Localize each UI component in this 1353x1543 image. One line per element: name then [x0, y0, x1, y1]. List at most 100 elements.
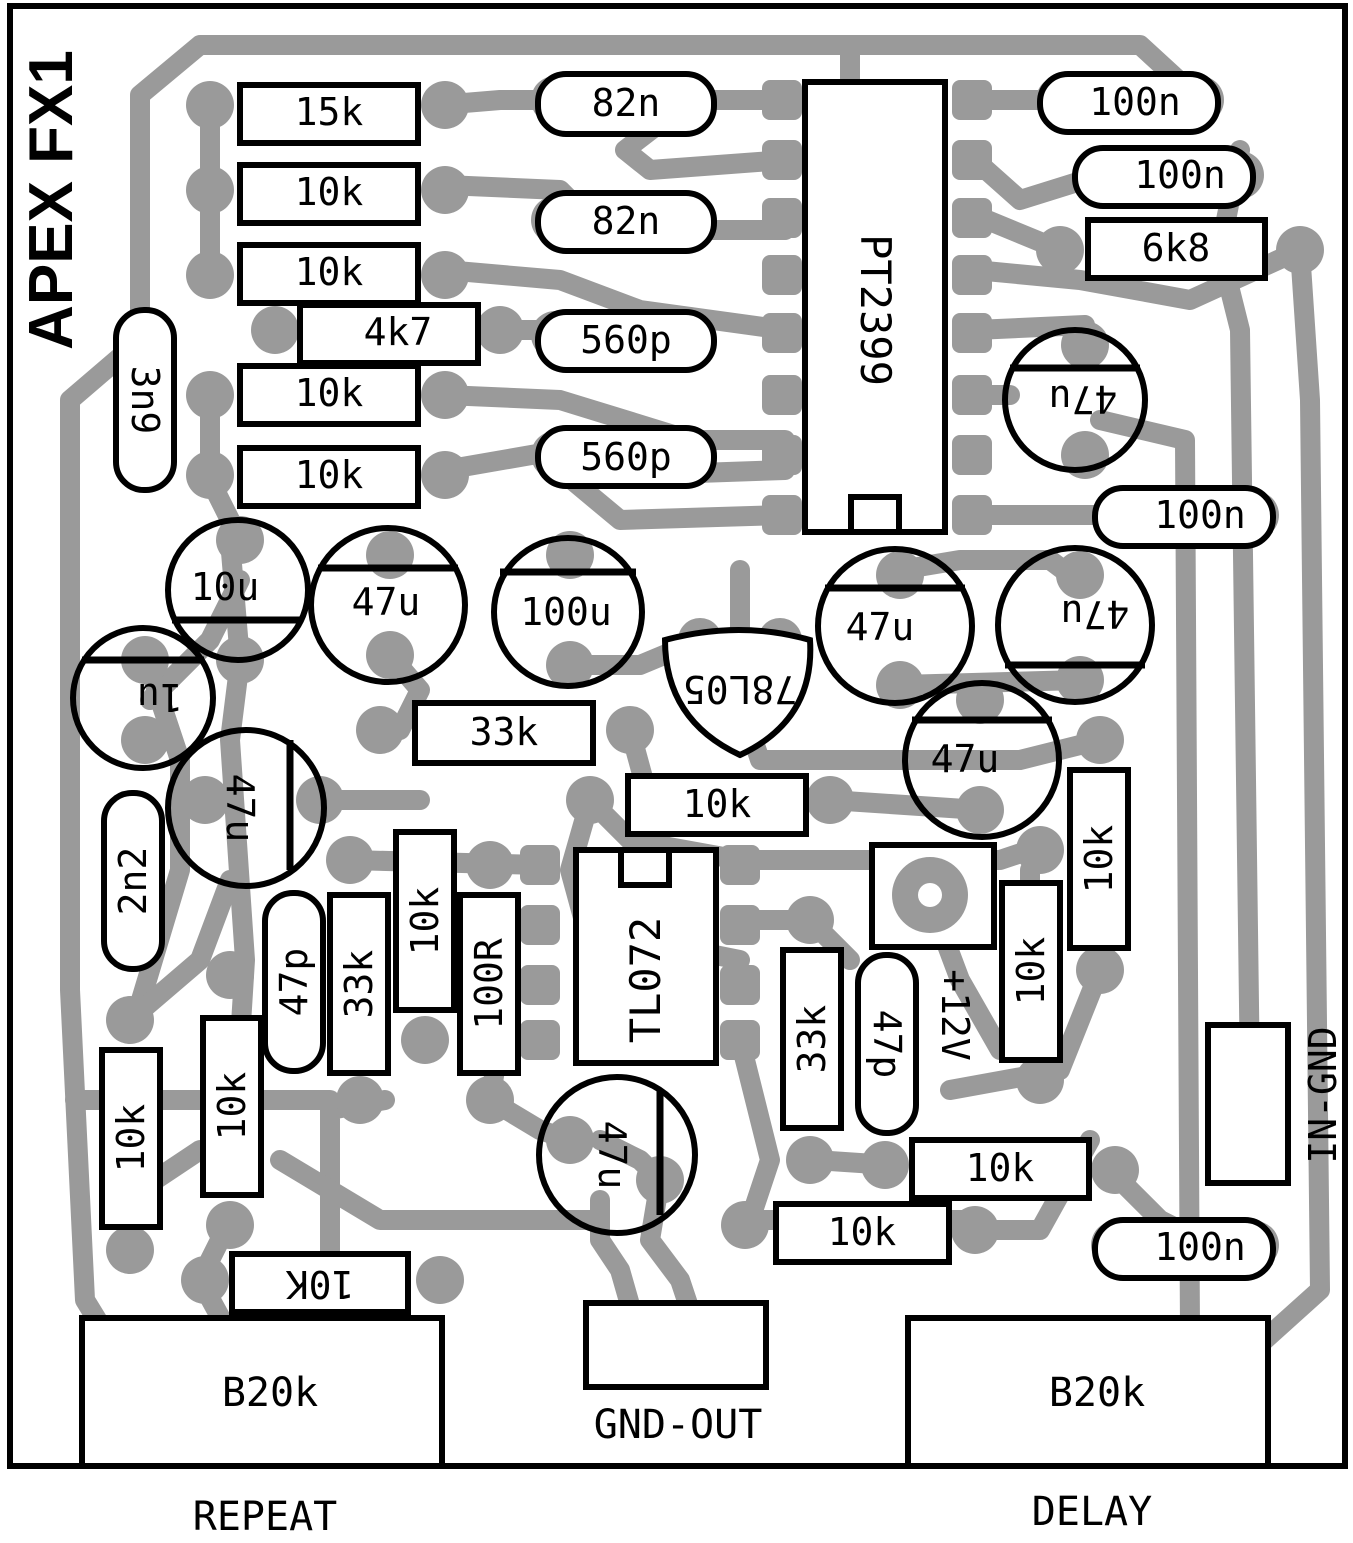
delay-caption: DELAY — [1032, 1489, 1152, 1535]
resistor-r8: 10k — [625, 773, 809, 837]
capacitor-c5-label: 3n9 — [123, 366, 167, 435]
capacitor-c11-label: 100n — [1154, 493, 1246, 537]
pot-delay-value: B20k — [1049, 1370, 1145, 1416]
input-connector: IN-GND — [1205, 1022, 1345, 1186]
capacitor-c9-label: 100n — [1089, 80, 1181, 124]
resistor-r16-label: 33k — [790, 1005, 834, 1074]
repeat-caption: REPEAT — [193, 1494, 338, 1540]
pot-delay: B20k — [905, 1315, 1271, 1469]
resistor-r7: 33k — [412, 700, 596, 766]
capacitor-c8-47p: 47p — [855, 952, 919, 1136]
electrolytic-e6-label: 47u — [846, 605, 915, 649]
resistor-r14: 10k — [773, 1201, 952, 1265]
resistor-r1-label: 15k — [295, 90, 364, 134]
resistor-r3: 10k — [237, 242, 421, 306]
capacitor-c6-2n2: 2n2 — [101, 790, 165, 972]
resistor-r2: 10k — [237, 162, 421, 226]
capacitor-c9-100n: 100n — [1037, 71, 1221, 135]
capacitor-c2-82n: 82n — [535, 190, 717, 254]
capacitor-c10-label: 100n — [1134, 153, 1226, 197]
board-title: APEX FX1 — [17, 50, 86, 350]
capacitor-c10-100n: 100n — [1072, 145, 1256, 209]
electrolytic-e2-label: 47u — [352, 580, 421, 624]
capacitor-c7-label: 47p — [272, 948, 316, 1017]
output-connector: GND-OUT — [583, 1300, 769, 1448]
ic-tl072: TL072 — [573, 847, 719, 1066]
resistor-r5-label: 10k — [295, 371, 364, 415]
resistor-r17-label: 10k — [1009, 937, 1053, 1006]
resistor-r17: 10k — [999, 880, 1063, 1063]
resistor-r6: 10k — [237, 445, 421, 509]
capacitor-c3-label: 560p — [580, 318, 672, 362]
resistor-r5: 10k — [237, 363, 421, 427]
capacitor-c1-82n: 82n — [535, 71, 717, 137]
capacitor-c1-label: 82n — [592, 81, 661, 125]
input-label: IN-GND — [1301, 1026, 1345, 1163]
capacitor-c3-560p: 560p — [535, 309, 717, 373]
electrolytic-e1-10u: 10u — [165, 517, 311, 663]
resistor-r14-label: 10k — [828, 1210, 897, 1254]
ic-pt2399: PT2399 — [802, 79, 948, 535]
resistor-r15: 10K — [229, 1251, 411, 1315]
capacitor-c12-100n: 100n — [1092, 1217, 1276, 1281]
electrolytic-e10-label: 47u — [590, 1121, 634, 1190]
resistor-r18: 10k — [1067, 767, 1131, 951]
resistor-r3-label: 10k — [295, 250, 364, 294]
power-connector: +12V — [869, 842, 997, 1061]
capacitor-c12-label: 100n — [1154, 1225, 1246, 1269]
resistor-r9: 10k — [393, 829, 457, 1013]
resistor-r10-label: 33k — [337, 950, 381, 1019]
capacitor-c8-label: 47p — [865, 1010, 909, 1079]
resistor-r16: 33k — [780, 947, 844, 1131]
resistor-r19: 10k — [99, 1047, 163, 1230]
electrolytic-e6-47u: 47u — [815, 546, 975, 706]
electrolytic-e4-label: 1u — [137, 675, 183, 719]
electrolytic-e3-100u: 100u — [491, 535, 645, 689]
resistor-r4-label: 4k7 — [364, 310, 433, 354]
electrolytic-e2-47u: 47u — [308, 525, 468, 685]
capacitor-c4-label: 560p — [580, 435, 672, 479]
resistor-r15-label: 10K — [286, 1262, 355, 1306]
resistor-r6-label: 10k — [295, 453, 364, 497]
resistor-r13-label: 10k — [966, 1146, 1035, 1190]
resistor-r21: 6k8 — [1085, 217, 1268, 281]
resistor-r8-label: 10k — [683, 782, 752, 826]
resistor-r1: 15k — [237, 82, 421, 146]
capacitor-c11-100n: 100n — [1092, 485, 1276, 549]
capacitor-c4-560p: 560p — [535, 425, 717, 489]
electrolytic-e9-label: 47u — [1049, 377, 1118, 421]
capacitor-c7-47p: 47p — [262, 890, 326, 1074]
capacitor-c5-3n9: 3n9 — [113, 307, 177, 493]
electrolytic-e5-label: 47u — [218, 774, 262, 843]
resistor-r7-label: 33k — [470, 710, 539, 754]
resistor-r13: 10k — [909, 1137, 1092, 1201]
regulator-78l05: 78L05 — [661, 627, 814, 759]
capacitor-c2-label: 82n — [592, 199, 661, 243]
electrolytic-e8-label: 47u — [931, 737, 1000, 781]
regulator-label: 78L05 — [683, 667, 797, 711]
electrolytic-e9-47u: 47u — [1002, 327, 1148, 473]
resistor-r18-label: 10k — [1077, 825, 1121, 894]
resistor-r11: 10k — [200, 1015, 264, 1198]
electrolytic-e1-label: 10u — [191, 565, 260, 609]
resistor-r11-label: 10k — [210, 1072, 254, 1141]
resistor-r10: 33k — [327, 892, 391, 1076]
ic-pt2399-label: PT2399 — [851, 234, 900, 386]
pot-repeat-value: B20k — [222, 1370, 318, 1416]
electrolytic-e4-1u: 1u — [70, 625, 216, 771]
capacitor-c6-label: 2n2 — [111, 847, 155, 916]
pot-repeat: B20k — [79, 1315, 445, 1469]
electrolytic-e7-label: 47u — [1061, 592, 1130, 636]
resistor-r2-label: 10k — [295, 170, 364, 214]
electrolytic-e3-label: 100u — [520, 590, 612, 634]
resistor-r9-label: 10k — [403, 887, 447, 956]
resistor-r4: 4k7 — [297, 302, 481, 366]
resistor-r12-label: 100R — [467, 938, 511, 1030]
output-label: GND-OUT — [594, 1402, 763, 1448]
electrolytic-e7-47u: 47u — [995, 545, 1155, 705]
electrolytic-e8-47u: 47u — [902, 680, 1062, 840]
resistor-r21-label: 6k8 — [1142, 226, 1211, 270]
resistor-r19-label: 10k — [109, 1104, 153, 1173]
electrolytic-e10-47u: 47u — [536, 1074, 698, 1236]
